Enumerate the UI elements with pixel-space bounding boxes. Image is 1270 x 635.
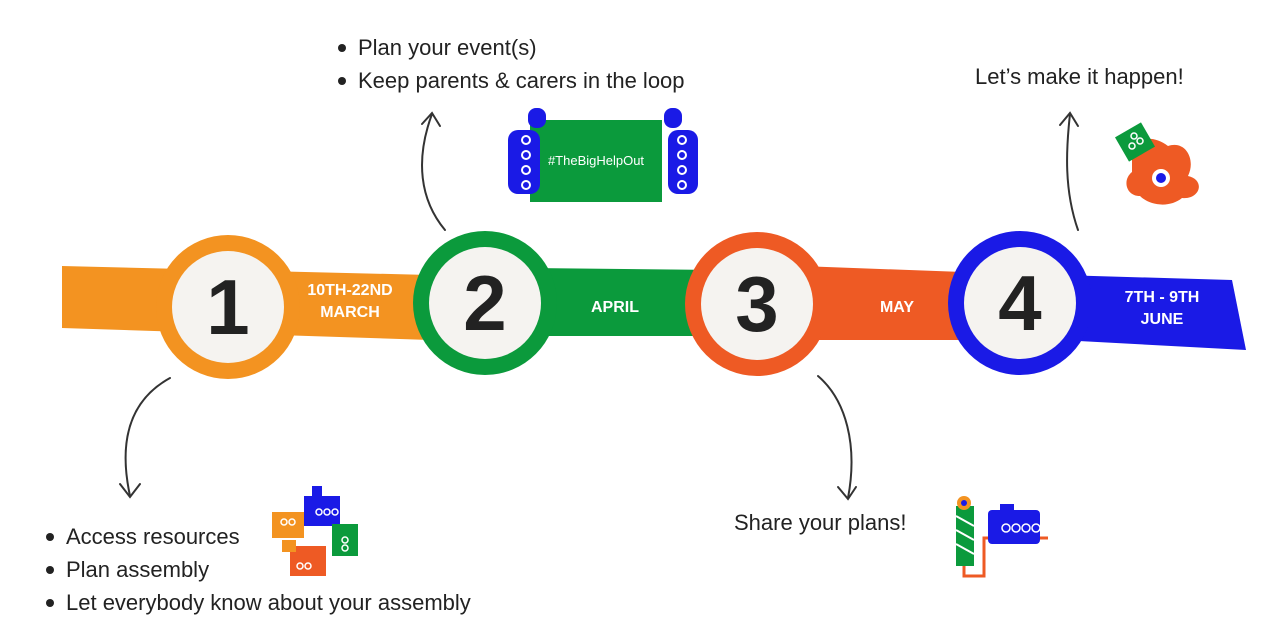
list-item: Keep parents & carers in the loop <box>336 64 685 97</box>
pointing-hand-icon <box>955 496 1048 578</box>
step-3-dates: MAY <box>862 297 932 319</box>
band-red <box>800 266 990 340</box>
step-1-disc <box>172 251 284 363</box>
step-3-caption: Share your plans! <box>734 510 907 535</box>
step-1-list: Access resources Plan assembly Let every… <box>44 520 471 619</box>
step-2-number: 2 <box>463 259 507 347</box>
step-2-date-line1: APRIL <box>591 299 639 316</box>
step-2-dates: APRIL <box>575 297 655 319</box>
thumbs-up-hands-icon <box>272 486 358 576</box>
list-item: Access resources <box>44 520 471 553</box>
step-4-caption: Let’s make it happen! <box>975 64 1184 89</box>
step-4-disc <box>964 247 1076 359</box>
arrow-step4 <box>1059 111 1079 231</box>
arrow-step3 <box>817 375 857 501</box>
step-1-date-line2: MARCH <box>320 304 380 321</box>
watering-can-icon <box>1115 122 1199 205</box>
sign-holding-hands-icon <box>508 108 698 202</box>
step-3-date-line1: MAY <box>879 299 915 316</box>
list-item: Plan your event(s) <box>336 31 685 64</box>
list-item: Plan assembly <box>44 553 471 586</box>
band-green <box>530 268 720 336</box>
step-1-number: 1 <box>206 263 250 351</box>
step-1-date-line1: 10TH-22ND <box>307 282 393 299</box>
step-3-number: 3 <box>735 260 779 348</box>
step-4-date-line2: JUNE <box>1140 311 1184 328</box>
step-4-date-line1: 7TH - 9TH <box>1124 289 1200 306</box>
step-2-disc <box>429 247 541 359</box>
step-4-dates: 7TH - 9TH JUNE <box>1110 287 1214 331</box>
step-4-number: 4 <box>998 259 1042 347</box>
arrow-step2 <box>421 111 446 231</box>
step-1-dates: 10TH-22ND MARCH <box>300 280 400 324</box>
arrow-step1 <box>119 377 171 499</box>
list-item: Let everybody know about your assembly <box>44 586 471 619</box>
band-blue <box>1060 275 1246 350</box>
sign-hashtag: #TheBigHelpOut <box>547 153 645 168</box>
step-2-list: Plan your event(s) Keep parents & carers… <box>336 31 685 97</box>
step-3-disc <box>701 248 813 360</box>
